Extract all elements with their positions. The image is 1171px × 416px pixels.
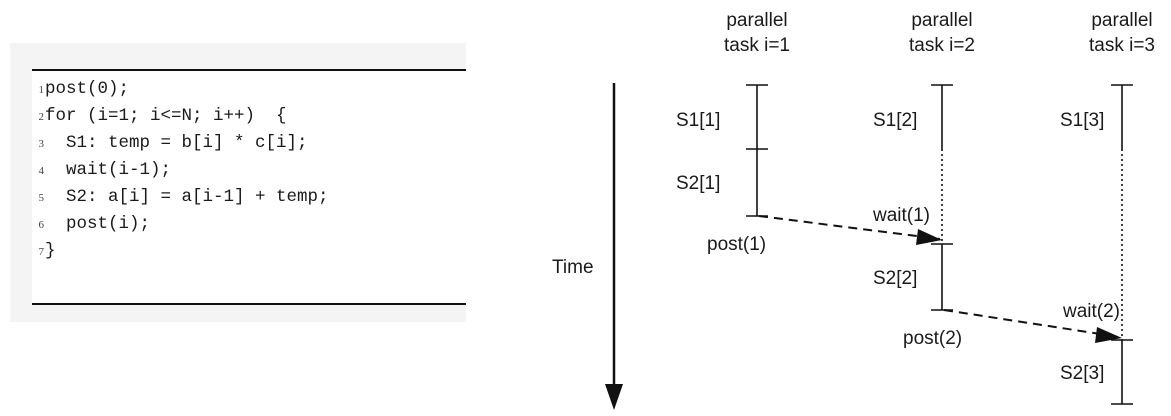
task-2-title-line2: task i=2 (909, 35, 975, 56)
line-number: 1 (38, 84, 45, 96)
code-line: 7} (32, 238, 56, 264)
task-3-wait-label: wait(2) (1062, 301, 1120, 322)
task-1-post-label: post(1) (707, 234, 766, 255)
code-line: 3 S1: temp = b[i] * c[i]; (32, 130, 308, 156)
line-number: 2 (38, 111, 45, 123)
task-2-post-label: post(2) (903, 328, 962, 349)
task-2-s1-label: S1[2] (873, 110, 917, 131)
task-3-s1-label: S1[3] (1060, 110, 1104, 131)
code-text: wait(i-1); (45, 160, 172, 180)
task-3-title-line1: parallel (1091, 10, 1152, 31)
code-line: 6 post(i); (32, 211, 151, 237)
code-listing: 1post(0); 2for (i=1; i<=N; i++) { 3 S1: … (32, 69, 466, 305)
task-1-title-line2: task i=1 (724, 35, 790, 56)
task-1-s2-label: S2[1] (676, 173, 720, 194)
line-number: 6 (38, 219, 45, 231)
task-2-timeline (931, 84, 953, 311)
line-number: 5 (38, 192, 45, 204)
task-1-timeline (746, 84, 768, 217)
line-number: 7 (38, 246, 45, 258)
code-text: } (45, 241, 56, 261)
code-line: 4 wait(i-1); (32, 157, 172, 183)
task-1-s1-label: S1[1] (676, 110, 720, 131)
code-line: 1post(0); (32, 76, 130, 102)
task-3-timeline (1111, 84, 1133, 405)
task-3-s2-label: S2[3] (1060, 363, 1104, 384)
line-number: 4 (38, 165, 45, 177)
task-3-title-line2: task i=3 (1089, 35, 1155, 56)
time-label: Time (552, 257, 594, 278)
sync-arrow-post1-to-wait1 (758, 215, 941, 240)
code-line: 5 S2: a[i] = a[i-1] + temp; (32, 184, 329, 210)
sync-arrowhead-1 (916, 229, 942, 245)
code-panel: 1post(0); 2for (i=1; i<=N; i++) { 3 S1: … (10, 43, 466, 322)
task-2-s2-label: S2[2] (873, 268, 917, 289)
task-2-title-line1: parallel (911, 10, 972, 31)
code-text: for (i=1; i<=N; i++) { (45, 106, 287, 126)
code-line: 2for (i=1; i<=N; i++) { (32, 103, 287, 129)
task-2-wait-label: wait(1) (872, 205, 930, 226)
code-text: S1: temp = b[i] * c[i]; (45, 133, 308, 153)
sync-arrowhead-2 (1095, 327, 1122, 343)
task-1-title-line1: parallel (726, 10, 787, 31)
code-text: S2: a[i] = a[i-1] + temp; (45, 187, 329, 207)
code-text: post(0); (45, 79, 130, 99)
code-text: post(i); (45, 214, 151, 234)
line-number: 3 (38, 138, 45, 150)
time-axis-arrowhead (605, 384, 623, 410)
